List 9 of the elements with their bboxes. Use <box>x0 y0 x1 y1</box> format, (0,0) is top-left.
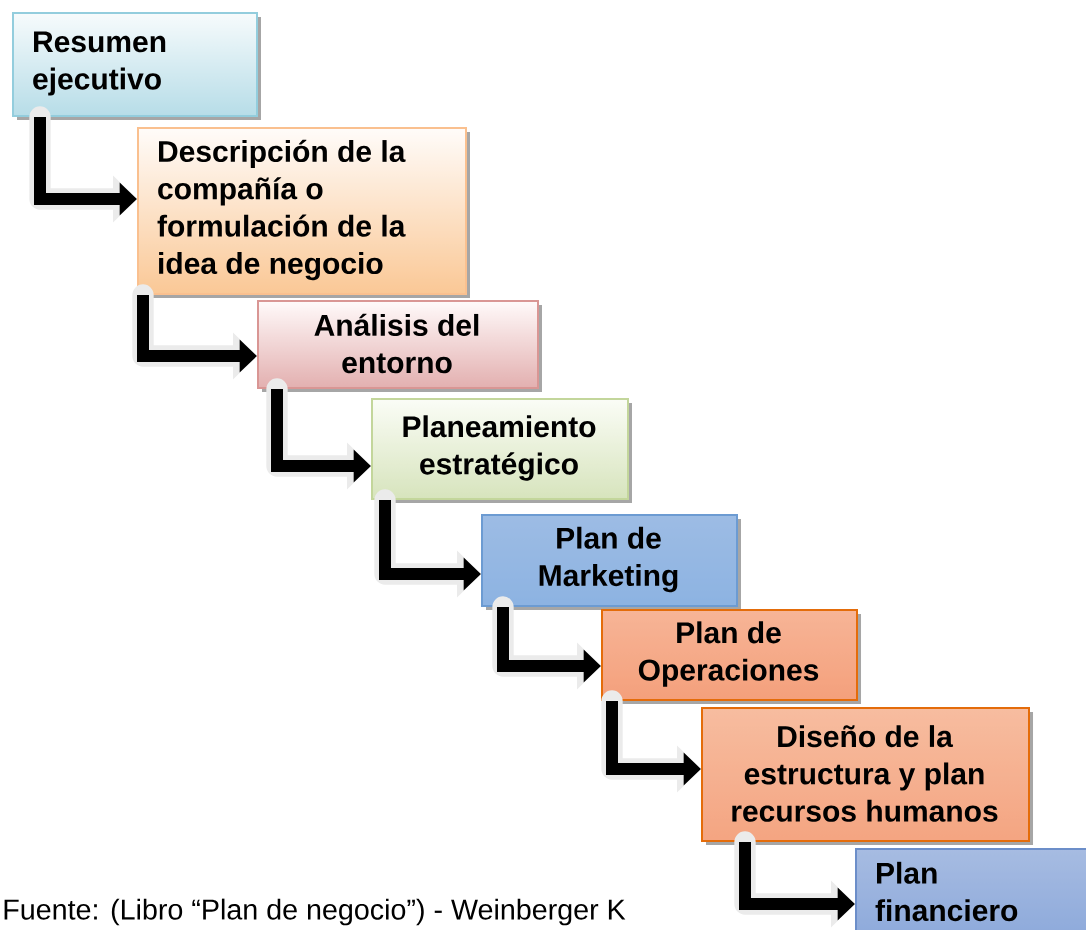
process-box: Planeamiento estratégico <box>371 398 632 503</box>
source-note: Fuente: (Libro “Plan de negocio”) - Weinberger K <box>4 898 626 926</box>
process-box: Descripción de la compañía o formulación de la idea de negocio <box>137 127 470 298</box>
process-box: Plan de Marketing <box>481 514 741 610</box>
process-box: Resumen ejecutivo <box>12 12 261 120</box>
process-box: Diseño de la estructura y plan recursos humanos <box>701 707 1033 845</box>
process-box: Plan financiero <box>855 848 1086 930</box>
process-box: Análisis del entorno <box>257 300 542 392</box>
process-box: Plan de Operaciones <box>601 609 861 704</box>
